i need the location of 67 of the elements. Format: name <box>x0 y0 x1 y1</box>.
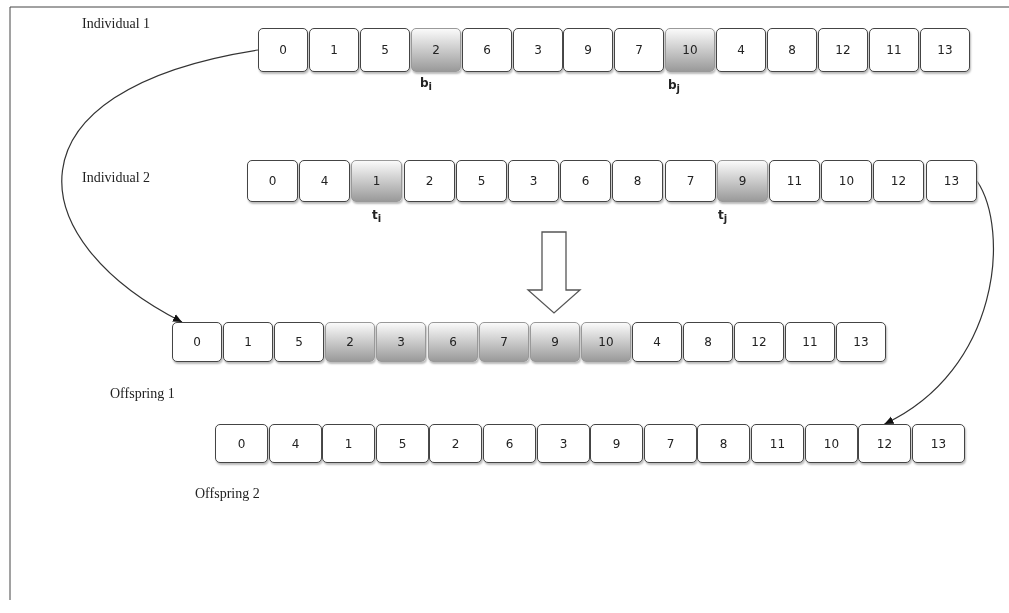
gene-cell: 10 <box>805 424 858 463</box>
row-label: Offspring 1 <box>110 386 175 402</box>
gene-cell: 3 <box>376 322 426 362</box>
gene-cell: 1 <box>351 160 402 202</box>
gene-cell: 11 <box>769 160 820 202</box>
gene-cell: 12 <box>734 322 784 362</box>
gene-cell: 9 <box>530 322 580 362</box>
gene-cell: 12 <box>818 28 868 72</box>
gene-cell: 9 <box>590 424 643 463</box>
gene-cell: 9 <box>717 160 768 202</box>
gene-cell: 8 <box>612 160 663 202</box>
gene-cell: 10 <box>821 160 872 202</box>
arrow <box>61 49 259 323</box>
gene-cell: 3 <box>537 424 590 463</box>
gene-cell: 11 <box>785 322 835 362</box>
arrow <box>883 180 994 425</box>
gene-cell: 3 <box>513 28 563 72</box>
gene-cell: 0 <box>172 322 222 362</box>
gene-cell: 11 <box>751 424 804 463</box>
marker-label: b$_{i}$ <box>420 76 433 93</box>
gene-cell: 13 <box>836 322 886 362</box>
gene-cell: 13 <box>920 28 970 72</box>
gene-cell: 8 <box>697 424 750 463</box>
gene-cell: 6 <box>560 160 611 202</box>
gene-cell: 1 <box>309 28 359 72</box>
gene-cell: 4 <box>299 160 350 202</box>
row-label: Offspring 2 <box>195 486 260 502</box>
block-arrow <box>526 231 582 314</box>
gene-cell: 0 <box>215 424 268 463</box>
gene-cell: 5 <box>274 322 324 362</box>
marker-label: t$_{j}$ <box>718 208 728 225</box>
gene-cell: 6 <box>483 424 536 463</box>
gene-cell: 10 <box>581 322 631 362</box>
gene-cell: 1 <box>223 322 273 362</box>
gene-cell: 12 <box>858 424 911 463</box>
gene-cell: 5 <box>360 28 410 72</box>
gene-cell: 7 <box>614 28 664 72</box>
gene-cell: 9 <box>563 28 613 72</box>
gene-cell: 13 <box>912 424 965 463</box>
gene-cell: 2 <box>429 424 482 463</box>
gene-cell: 4 <box>716 28 766 72</box>
gene-cell: 2 <box>404 160 455 202</box>
row-label: Individual 1 <box>82 16 151 32</box>
gene-cell: 1 <box>322 424 375 463</box>
gene-cell: 12 <box>873 160 924 202</box>
gene-cell: 10 <box>665 28 715 72</box>
gene-cell: 7 <box>665 160 716 202</box>
gene-cell: 3 <box>508 160 559 202</box>
row-label: Individual 2 <box>82 170 151 186</box>
marker-label: b$_{j}$ <box>668 78 681 95</box>
marker-label: t$_{i}$ <box>372 208 382 225</box>
gene-cell: 7 <box>644 424 697 463</box>
gene-cell: 7 <box>479 322 529 362</box>
gene-cell: 4 <box>269 424 322 463</box>
gene-cell: 2 <box>325 322 375 362</box>
gene-cell: 13 <box>926 160 977 202</box>
gene-cell: 5 <box>376 424 429 463</box>
gene-cell: 11 <box>869 28 919 72</box>
gene-cell: 8 <box>683 322 733 362</box>
gene-cell: 2 <box>411 28 461 72</box>
gene-cell: 8 <box>767 28 817 72</box>
gene-cell: 6 <box>428 322 478 362</box>
gene-cell: 6 <box>462 28 512 72</box>
gene-cell: 4 <box>632 322 682 362</box>
gene-cell: 5 <box>456 160 507 202</box>
gene-cell: 0 <box>247 160 298 202</box>
gene-cell: 0 <box>258 28 308 72</box>
